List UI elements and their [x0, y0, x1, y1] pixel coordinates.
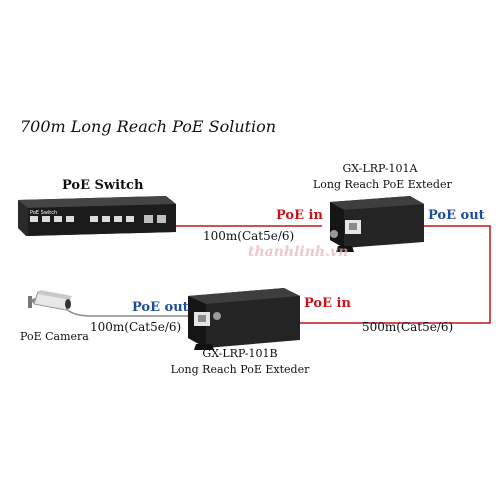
- extender-b-desc: Long Reach PoE Exteder: [170, 363, 310, 376]
- extender-a-device: [330, 196, 424, 252]
- poe-switch-badge: PoE Switch: [30, 210, 58, 216]
- watermark-text: thanhlinh.vn: [248, 244, 349, 260]
- link-extender-b-to-camera-label: 100m(Cat5e/6): [90, 320, 182, 334]
- poe-camera-label: PoE Camera: [20, 330, 89, 343]
- extender-b-model: GX-LRP-101B: [202, 347, 278, 360]
- link-extender-a-to-extender-b-label: 500m(Cat5e/6): [362, 320, 454, 334]
- poe-camera-device: [28, 290, 72, 311]
- cable-extender-a-to-extender-b: [300, 225, 491, 324]
- extender-b-poe-in-label: PoE in: [304, 296, 351, 311]
- link-switch-to-extender-a-label: 100m(Cat5e/6): [203, 229, 295, 243]
- extender-a-desc: Long Reach PoE Exteder: [313, 178, 452, 191]
- extender-b-poe-out-label: PoE out: [132, 300, 189, 315]
- poe-switch-label: PoE Switch: [62, 178, 144, 193]
- extender-a-poe-out-label: PoE out: [428, 208, 485, 223]
- poe-switch-device: [18, 196, 176, 236]
- extender-a-poe-in-label: PoE in: [276, 208, 323, 223]
- diagram-title: 700m Long Reach PoE Solution: [20, 117, 277, 136]
- extender-b-device: [188, 288, 300, 350]
- extender-a-model: GX-LRP-101A: [342, 162, 418, 175]
